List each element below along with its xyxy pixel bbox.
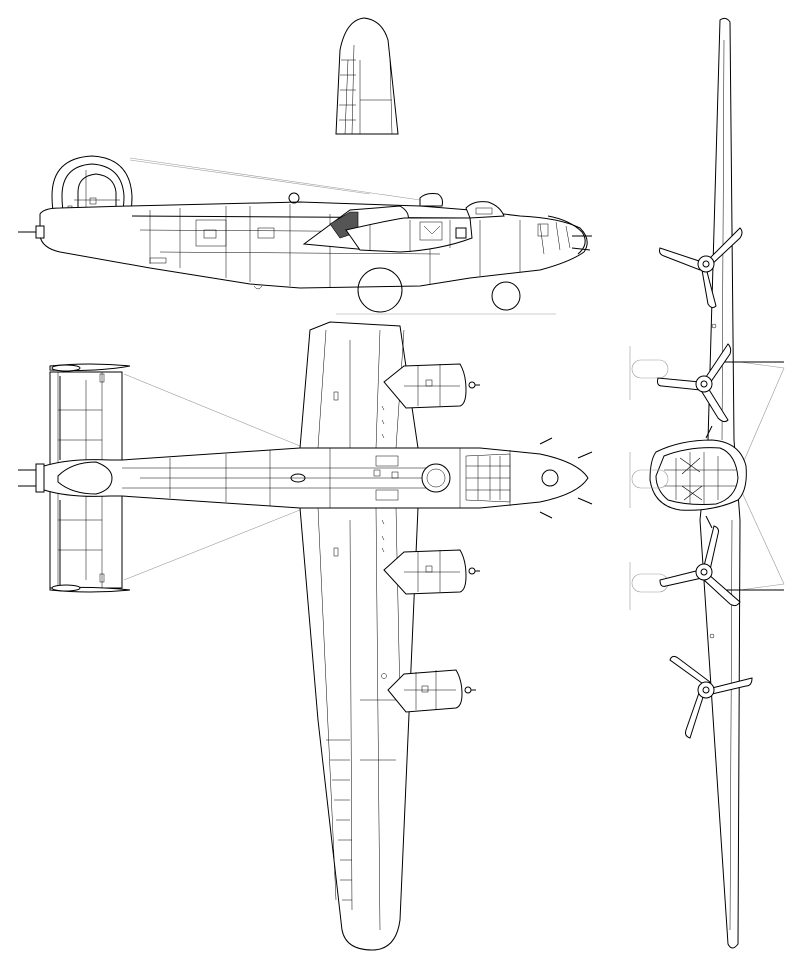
top-view-nacelle-1 bbox=[383, 363, 480, 409]
side-view-fuselage bbox=[18, 192, 592, 315]
front-view bbox=[629, 17, 785, 949]
side-view-wing-section bbox=[335, 17, 399, 135]
top-view-wing-lower bbox=[299, 507, 419, 951]
front-view-propeller-3 bbox=[659, 525, 741, 607]
side-view bbox=[18, 17, 592, 315]
top-view-nacelle-2 bbox=[383, 549, 480, 595]
top-view bbox=[18, 321, 593, 951]
top-view-nacelle-3 bbox=[387, 669, 476, 713]
front-view-propeller-4 bbox=[669, 655, 753, 739]
front-view-propeller-2 bbox=[657, 343, 732, 423]
top-view-wing-upper bbox=[299, 321, 419, 449]
front-view-propeller-1 bbox=[659, 227, 743, 309]
top-view-fuselage bbox=[18, 437, 593, 519]
front-view-fuselage bbox=[649, 425, 747, 529]
front-view-reference-outlines bbox=[629, 346, 669, 610]
